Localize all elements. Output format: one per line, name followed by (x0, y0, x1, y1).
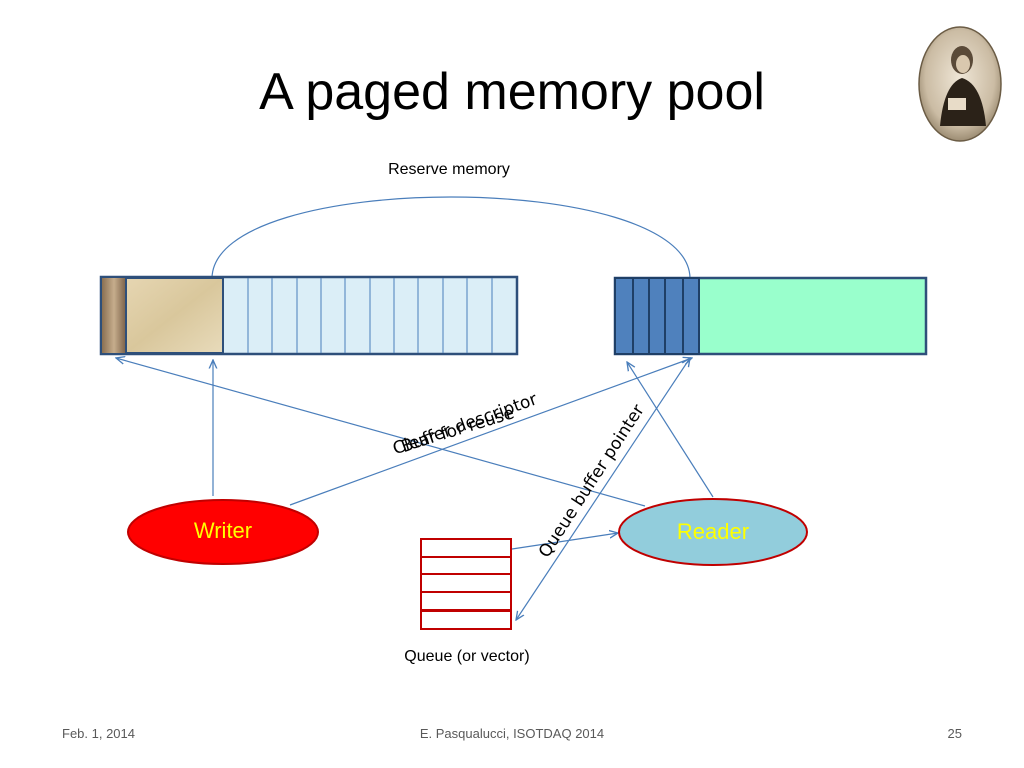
writer-label: Writer (194, 518, 252, 543)
footer-date: Feb. 1, 2014 (62, 726, 135, 741)
queue-stack (420, 538, 512, 630)
descriptor-page (632, 277, 650, 355)
descriptor-area (613, 276, 928, 356)
reader-to-descriptor-arrow (627, 362, 714, 498)
memory-pool (99, 275, 519, 356)
reader-node: Reader (618, 498, 808, 566)
portrait-image (918, 26, 1002, 142)
reader-label: Reader (677, 519, 749, 544)
descriptor-page (614, 277, 634, 355)
reserve-memory-arc (211, 196, 691, 279)
descriptor-page (682, 277, 700, 355)
footer-author: E. Pasqualucci, ISOTDAQ 2014 (419, 726, 605, 741)
writer-node: Writer (127, 499, 319, 565)
slide-title: A paged memory pool (259, 63, 765, 121)
clear-for-reuse-label: Clear for reuse (390, 403, 516, 459)
clear-for-reuse-arrow (116, 358, 646, 507)
descriptor-page (664, 277, 684, 355)
descriptor-page (648, 277, 666, 355)
allocated-page-parchment (125, 277, 224, 354)
page-number: 25 (947, 726, 962, 741)
pool-page-dividers (247, 278, 493, 353)
queue-buffer-pointer-arrow (516, 358, 690, 620)
queue-label: Queue (or vector) (404, 648, 529, 665)
allocated-page-stone (102, 278, 126, 353)
reserve-memory-label: Reserve memory (388, 161, 510, 178)
